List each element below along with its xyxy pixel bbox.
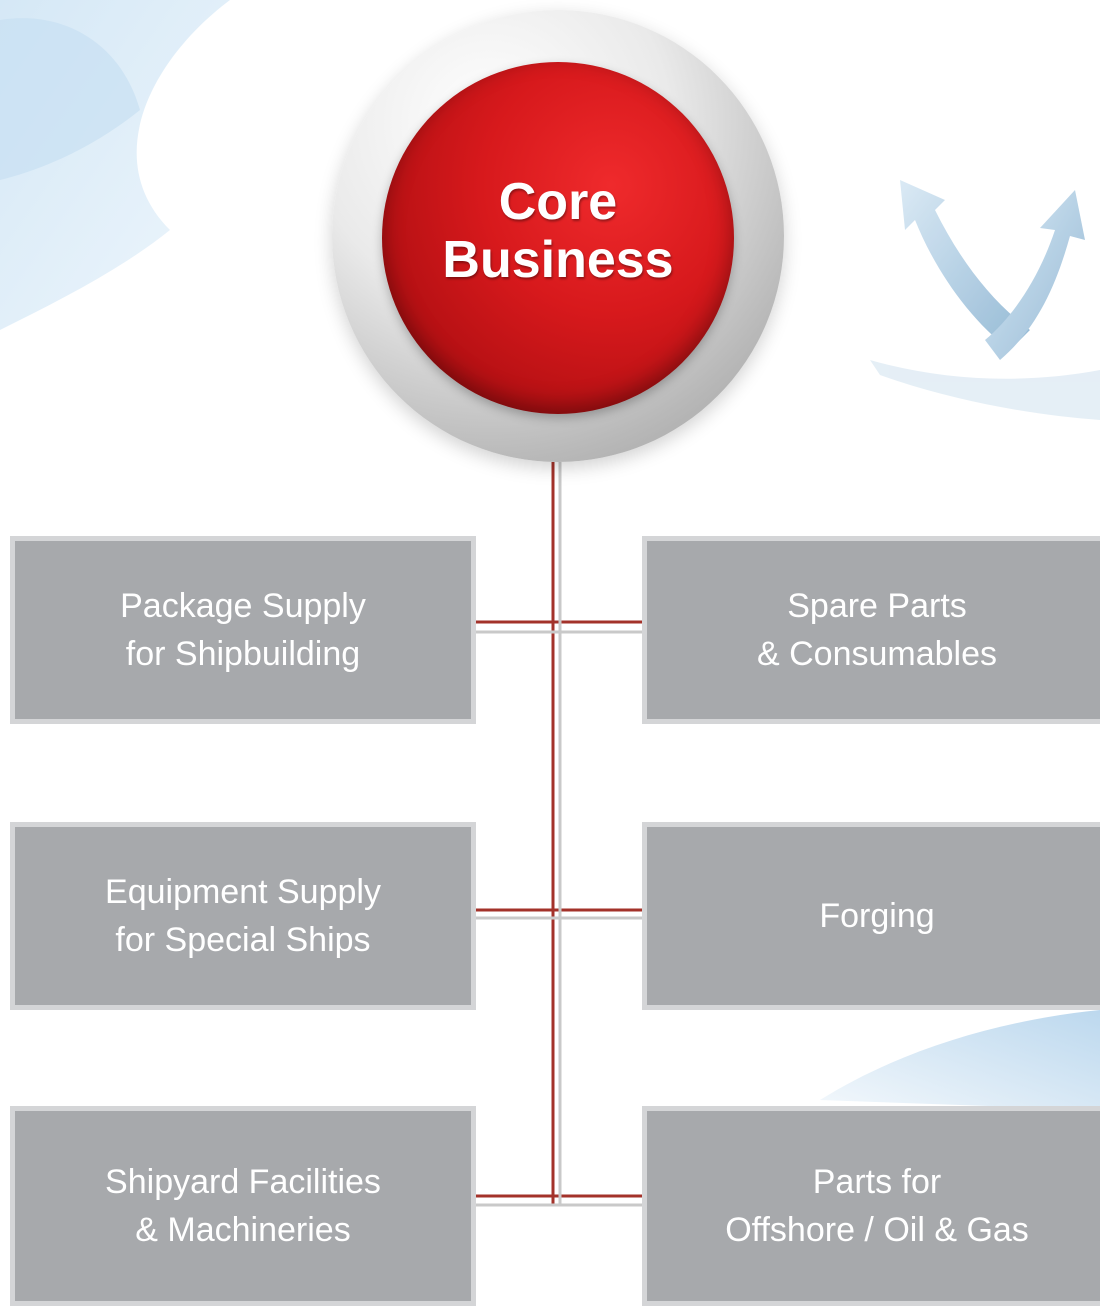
box-line1: Equipment Supply: [105, 873, 381, 911]
box-line1: Package Supply: [120, 587, 366, 625]
box-shipyard-facilities: Shipyard Facilities & Machineries: [10, 1106, 476, 1306]
box-package-supply: Package Supply for Shipbuilding: [10, 536, 476, 724]
box-line1: Forging: [819, 897, 935, 935]
core-business-circle: Core Business: [382, 62, 734, 414]
box-line1: Shipyard Facilities: [105, 1163, 381, 1201]
box-forging: Forging: [642, 822, 1100, 1010]
core-title-line2: Business: [442, 231, 674, 289]
arrows-icon: [870, 180, 1100, 420]
core-business-title: Core Business: [442, 173, 673, 289]
box-line2: & Machineries: [135, 1211, 351, 1249]
box-line2: & Consumables: [756, 635, 997, 673]
box-line2: Offshore / Oil & Gas: [725, 1211, 1029, 1249]
box-line1: Spare Parts: [787, 587, 967, 625]
box-line2: for Special Ships: [115, 921, 371, 959]
box-line2: for Shipbuilding: [125, 635, 361, 673]
box-spare-parts: Spare Parts & Consumables: [642, 536, 1100, 724]
box-line1: Parts for: [812, 1163, 942, 1201]
box-offshore-parts: Parts for Offshore / Oil & Gas: [642, 1106, 1100, 1306]
core-title-line1: Core: [498, 173, 618, 231]
box-equipment-supply: Equipment Supply for Special Ships: [10, 822, 476, 1010]
